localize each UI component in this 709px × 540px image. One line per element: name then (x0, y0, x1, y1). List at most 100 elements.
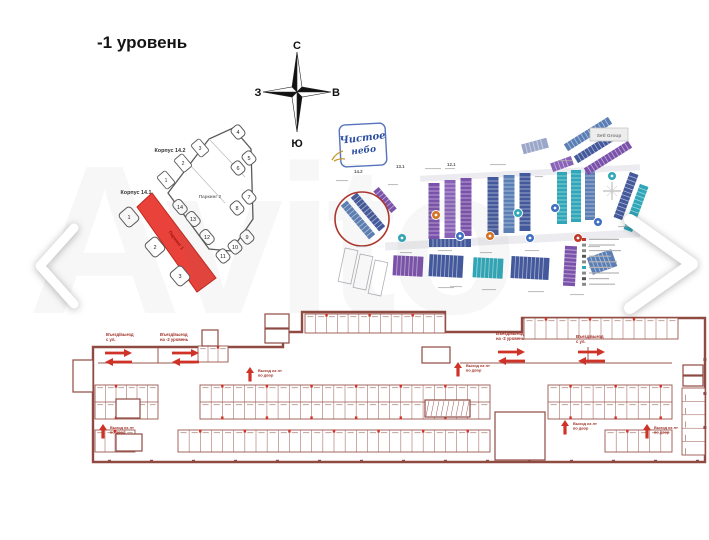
developer-logo: Setl Group (589, 127, 629, 142)
section-bubble: 11 (215, 248, 231, 264)
building-block (503, 175, 515, 233)
exit-arrow-icon (561, 420, 569, 435)
section-bubble: 1 (118, 206, 140, 228)
area-number-label: 12.1 (447, 162, 456, 167)
svg-text:2: 2 (153, 245, 156, 251)
svg-text:14: 14 (177, 205, 183, 211)
legend-text-line (589, 272, 619, 274)
utility-room (201, 329, 219, 347)
utility-room (264, 328, 290, 344)
compass-south-label: Ю (291, 138, 302, 150)
building-block (460, 178, 472, 236)
exit-label: во двор (466, 368, 482, 373)
section-bubble: 9 (239, 229, 255, 245)
compass-east-label: В (332, 87, 340, 99)
parking-stall-row (523, 317, 679, 340)
building-block (562, 245, 578, 287)
legend-text-line (589, 238, 619, 240)
section-bubble: 8 (229, 200, 245, 216)
svg-text:1: 1 (165, 178, 168, 184)
building-block (340, 200, 376, 240)
complex-logo-frame (338, 122, 388, 168)
compass-rose-icon: С Ю З В (255, 40, 340, 150)
utility-room (494, 411, 546, 461)
parking-stall-row (177, 429, 491, 453)
ramp-label: Въезд/выезд (106, 332, 134, 337)
ramp-label: с ул. (576, 339, 586, 344)
exit-arrow-icon (454, 362, 462, 377)
legend-chip (582, 254, 586, 258)
section-bubble: 10 (227, 239, 243, 255)
logo-sprig-icon (331, 150, 346, 162)
legend-text-line (589, 278, 609, 280)
svg-text:12: 12 (204, 235, 210, 241)
carousel-next-button[interactable] (612, 212, 707, 317)
carousel-prev-button[interactable] (28, 222, 90, 310)
parking-stall-row (604, 429, 673, 453)
section-bubble: 2 (144, 236, 166, 258)
legend-chip (582, 238, 586, 241)
svg-text:6: 6 (236, 166, 239, 172)
building-block (519, 173, 531, 231)
legend-chip (582, 266, 586, 269)
ramp-label: на -2 уровень (160, 337, 189, 342)
building-block (350, 192, 386, 232)
utility-room (264, 313, 290, 329)
utility-room (682, 364, 704, 376)
utility-room (115, 398, 141, 419)
utility-room (72, 359, 94, 393)
building-block (583, 140, 633, 176)
legend-text-line (589, 250, 621, 252)
building-block (487, 177, 499, 235)
ramp-label: Въезд/выезд (496, 331, 524, 336)
complex-logo-line2: небо (351, 144, 377, 158)
complex-logo: Чистое небо (331, 122, 388, 168)
exit-label: Выход из лт (110, 425, 134, 430)
legend-chip (582, 282, 586, 286)
svg-text:11: 11 (220, 254, 226, 260)
exit-label: Выход из лт (573, 421, 597, 426)
building-block (557, 172, 567, 224)
section-bubble: 13 (185, 210, 201, 228)
svg-text:9: 9 (245, 235, 248, 241)
parking-2-label: Паркинг 2 (199, 194, 222, 199)
parking-stall-row (304, 313, 446, 334)
svg-text:13: 13 (190, 217, 196, 223)
legend-text-line (589, 255, 611, 257)
exit-label: Выход из лт (466, 363, 490, 368)
area-number-label: 13.1 (396, 164, 405, 169)
wing-section: 1 (157, 170, 175, 190)
svg-text:10: 10 (232, 245, 238, 251)
parking-stall-row (681, 387, 706, 456)
legend-text-line (589, 261, 617, 263)
ramp-label: с ул. (106, 337, 116, 342)
section-bubble: 5 (241, 150, 257, 166)
parking-stall-row (197, 345, 229, 363)
map-compass-icon (603, 182, 621, 200)
building-block (373, 187, 397, 213)
svg-text:4: 4 (236, 130, 239, 136)
svg-text:7: 7 (247, 195, 250, 201)
building-block (613, 171, 639, 221)
svg-text:2: 2 (182, 161, 185, 167)
exit-arrow-icon (246, 367, 254, 382)
exit-label: Выход из лт (654, 425, 678, 430)
section-bubble: 4 (230, 124, 246, 140)
korpus-14-1-label: Корпус 14.1 (121, 190, 152, 196)
exit-label: во двор (654, 430, 670, 435)
building-block (428, 254, 464, 278)
compass-north-label: С (293, 40, 301, 52)
building-block (444, 180, 456, 238)
compass-west-label: З (255, 87, 262, 99)
ramp-arrows-icon (105, 349, 132, 366)
section-bubble: 3 (169, 265, 191, 287)
chevron-left-icon (35, 223, 79, 309)
building-block (472, 257, 504, 279)
ramp-arrows-icon (578, 348, 605, 365)
svg-text:3: 3 (199, 146, 202, 152)
building-block (429, 239, 471, 247)
unbuilt-lot (352, 253, 374, 291)
chevron-right-icon (624, 214, 698, 314)
utility-room (682, 375, 704, 387)
